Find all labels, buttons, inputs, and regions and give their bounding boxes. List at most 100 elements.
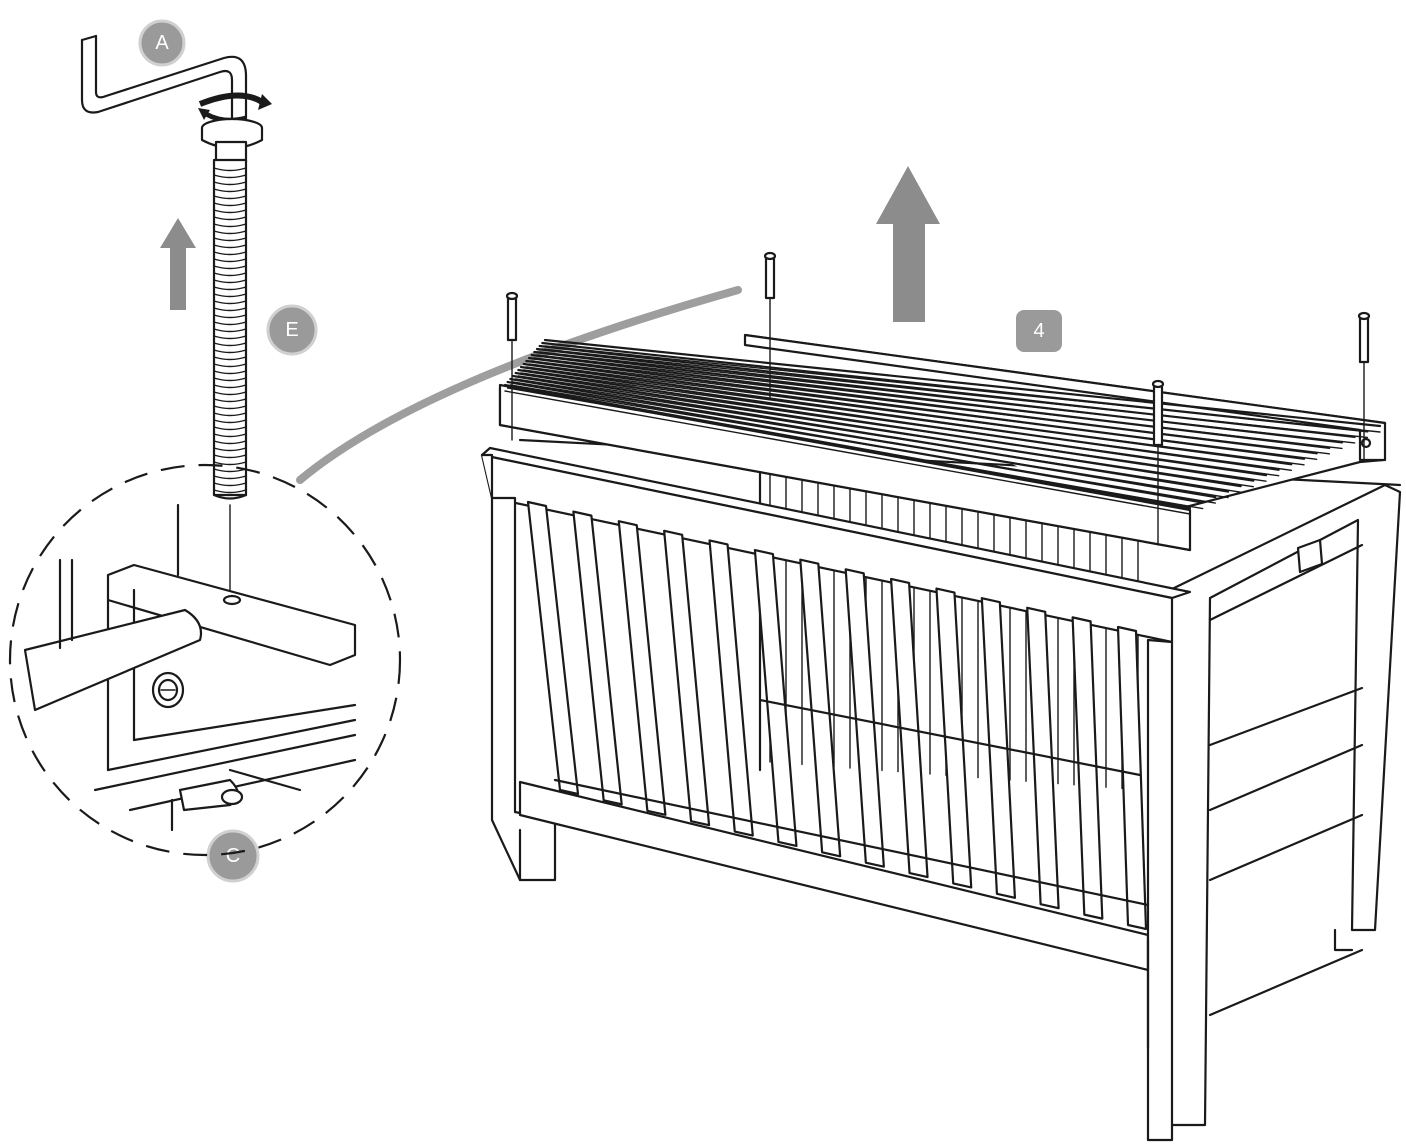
thread-line xyxy=(213,244,247,249)
bolt-thread xyxy=(213,167,247,494)
base-slat-edge xyxy=(522,369,1280,477)
thread-line xyxy=(213,342,247,347)
base-slat-edge xyxy=(514,378,1242,493)
thread-line xyxy=(213,209,247,214)
thread-line xyxy=(213,370,247,375)
allen-key xyxy=(80,34,248,122)
base-slat-edge xyxy=(538,351,1356,444)
thread-line xyxy=(213,356,247,361)
screw xyxy=(764,254,776,300)
thread-line xyxy=(213,265,247,270)
base-slat-edge xyxy=(525,366,1293,471)
thread-line xyxy=(213,447,247,452)
front-slat xyxy=(1071,616,1104,920)
base-slat-edge xyxy=(512,381,1229,499)
front-slat xyxy=(889,577,929,879)
thread-line xyxy=(213,314,247,319)
thread-line xyxy=(213,167,247,172)
base-slat-edge xyxy=(509,384,1217,504)
screw xyxy=(1152,382,1164,447)
base-slat-edge xyxy=(530,360,1318,461)
screw-head xyxy=(1151,379,1165,389)
base-slat-edge xyxy=(520,372,1267,482)
thread-line xyxy=(213,307,247,312)
thread-line xyxy=(213,426,247,431)
thread-line xyxy=(213,349,247,354)
thread-line xyxy=(213,440,247,445)
thread-line xyxy=(213,237,247,242)
thread-line xyxy=(213,195,247,200)
front-slat xyxy=(708,539,754,837)
base-slat-edge xyxy=(517,375,1255,488)
thread-line xyxy=(213,377,247,382)
screw xyxy=(506,294,518,342)
thread-line xyxy=(213,412,247,417)
rotate-arrows-icon xyxy=(198,92,272,123)
front-slat xyxy=(844,568,885,868)
part-e-label: E xyxy=(285,319,298,341)
part-e-badge: E xyxy=(266,304,318,356)
crib xyxy=(480,333,1402,1142)
thread-line xyxy=(213,174,247,179)
thread-line xyxy=(213,286,247,291)
thread-line xyxy=(213,230,247,235)
thread-line xyxy=(213,482,247,487)
base-slat-edge xyxy=(533,357,1331,455)
thread-line xyxy=(213,384,247,389)
step-number: 4 xyxy=(1033,320,1044,342)
step-badge: 4 xyxy=(1016,310,1062,352)
base-slat-edge xyxy=(506,387,1204,510)
part-c-badge: C xyxy=(206,829,260,883)
thread-line xyxy=(213,489,247,494)
thread-line xyxy=(213,398,247,403)
front-slat xyxy=(1026,606,1060,910)
base-slat-edge xyxy=(541,348,1369,439)
screw-head xyxy=(505,291,519,301)
up-arrow-icon xyxy=(876,166,940,322)
thread-line xyxy=(213,279,247,284)
front-slat xyxy=(753,548,798,848)
thread-line xyxy=(213,419,247,424)
thread-line xyxy=(213,272,247,277)
front-slat xyxy=(799,558,842,858)
front-slat xyxy=(1116,625,1148,931)
front-slat xyxy=(526,500,580,796)
thread-line xyxy=(213,202,247,207)
base-slats xyxy=(503,338,1382,515)
thread-line xyxy=(213,216,247,221)
front-slat xyxy=(617,520,667,816)
screw xyxy=(1358,314,1370,364)
base-slat-edge xyxy=(536,354,1343,450)
screw-head xyxy=(1357,311,1371,321)
up-arrow-icon xyxy=(160,218,196,310)
bolt xyxy=(200,117,264,500)
thread-line xyxy=(213,454,247,459)
base-slat-edge xyxy=(528,363,1305,466)
thread-line xyxy=(213,181,247,186)
connector-curve xyxy=(296,286,742,484)
thread-line xyxy=(213,188,247,193)
thread-line xyxy=(213,293,247,298)
thread-line xyxy=(213,433,247,438)
thread-line xyxy=(213,223,247,228)
front-slat xyxy=(663,529,711,827)
base-slat-edge xyxy=(544,345,1381,433)
base-slat xyxy=(543,338,1382,428)
thread-line xyxy=(213,258,247,263)
part-c-label: C xyxy=(226,845,240,867)
detail-view xyxy=(8,463,402,857)
thread-line xyxy=(213,475,247,480)
thread-line xyxy=(213,335,247,340)
part-a-label: A xyxy=(155,32,169,54)
part-a-badge: A xyxy=(138,19,186,67)
thread-line xyxy=(213,461,247,466)
thread-line xyxy=(213,391,247,396)
screws xyxy=(505,251,1371,546)
thread-line xyxy=(213,321,247,326)
screw-head xyxy=(763,251,777,261)
thread-line xyxy=(213,328,247,333)
base-slat-edge xyxy=(504,390,1191,515)
thread-line xyxy=(213,300,247,305)
front-slat xyxy=(572,510,623,806)
